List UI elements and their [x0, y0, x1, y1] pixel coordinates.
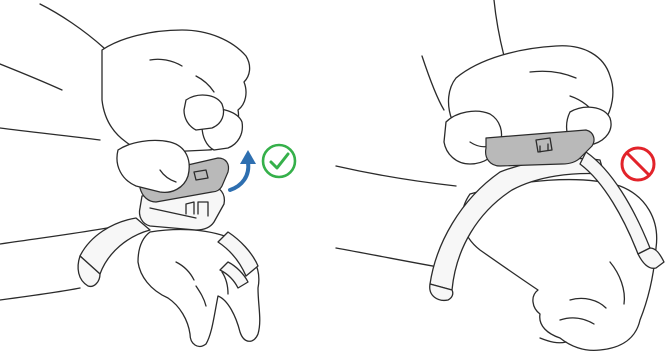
- panel-incorrect-method: [335, 0, 665, 352]
- tab-notch-left: [193, 169, 209, 181]
- panel-correct-method: [0, 3, 297, 348]
- lift-arrow-icon: [228, 160, 251, 192]
- wearing-arm-right: [335, 151, 665, 352]
- pulling-hand: [421, 0, 614, 165]
- wearing-arm: [0, 217, 261, 348]
- prohibited-icon: [620, 146, 656, 182]
- lift-arrow-head-icon: [240, 150, 256, 164]
- pinching-hand: [0, 3, 251, 194]
- tab-notch-right: [535, 137, 553, 153]
- check-circle-icon: [261, 143, 297, 179]
